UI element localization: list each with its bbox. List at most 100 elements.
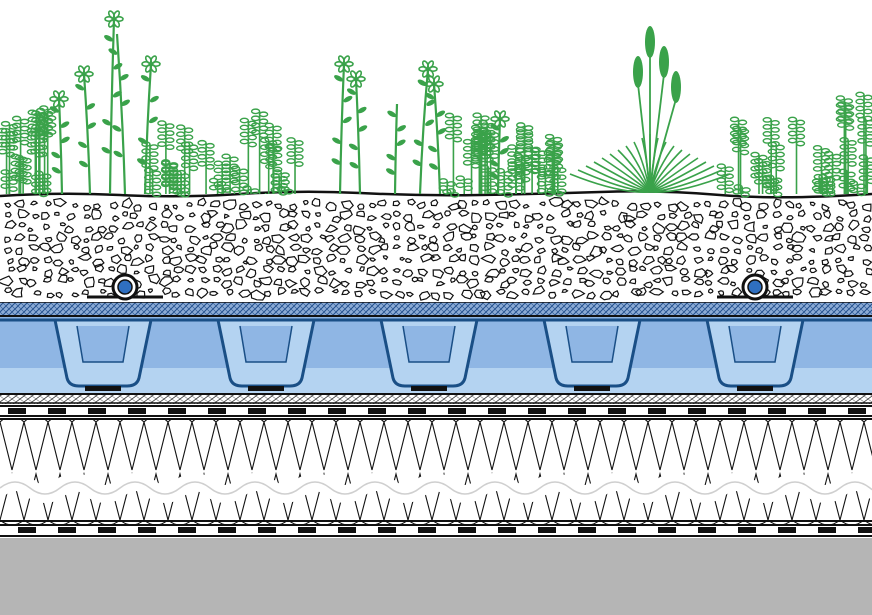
substrate-granule	[417, 224, 425, 229]
substrate-granule	[200, 277, 211, 284]
substrate-granule	[548, 279, 561, 287]
substrate-granule	[406, 236, 417, 245]
substrate-granule	[742, 214, 751, 221]
membrane-dash	[768, 408, 786, 414]
substrate-granule	[615, 258, 624, 266]
substrate-granule	[213, 276, 222, 283]
substrate-granule	[674, 232, 688, 243]
substrate-granule	[222, 199, 237, 211]
insulation-cell	[863, 416, 872, 457]
substrate-granule	[830, 233, 841, 241]
substrate-granule	[161, 245, 175, 256]
substrate-granule	[120, 246, 134, 256]
drip-line-bore	[117, 279, 133, 295]
substrate-granule	[643, 281, 654, 289]
substrate-granule	[786, 215, 794, 221]
substrate-granule	[366, 214, 378, 222]
substrate-granule	[746, 244, 754, 250]
substrate-granule	[560, 208, 572, 218]
substrate-granule	[545, 226, 557, 235]
substrate-granule	[344, 267, 353, 274]
substrate-granule	[43, 255, 53, 264]
plant	[412, 60, 438, 195]
substrate-granule	[681, 275, 691, 283]
substrate-granule	[317, 275, 328, 285]
substrate-granule	[548, 291, 557, 299]
substrate-granule	[254, 243, 264, 252]
substrate-granule	[368, 288, 377, 295]
substrate-granule	[289, 243, 303, 251]
substrate-granule	[808, 259, 815, 266]
substrate-granule	[130, 257, 146, 266]
substrate-granule	[287, 233, 301, 242]
substrate-granule	[522, 203, 530, 209]
membrane-dash	[688, 408, 706, 414]
substrate-granule	[791, 231, 807, 243]
substrate-granule	[379, 267, 389, 275]
substrate-granule	[270, 255, 287, 265]
substrate-granule	[223, 213, 231, 219]
substrate-granule	[661, 276, 673, 287]
substrate-granule	[511, 254, 521, 263]
membrane-dash	[338, 527, 356, 533]
substrate-granule	[71, 292, 80, 298]
substrate-granule	[254, 226, 262, 232]
substrate-granule	[458, 209, 470, 217]
drainage-cup-foot	[85, 386, 121, 391]
substrate-granule	[520, 242, 534, 253]
substrate-granule	[289, 203, 298, 212]
substrate-granule	[537, 277, 546, 284]
substrate-granule	[731, 236, 744, 245]
substrate-granule	[785, 258, 794, 264]
substrate-granule	[110, 254, 123, 265]
substrate-granule	[795, 202, 803, 210]
substrate-granule	[81, 289, 89, 296]
substrate-granule	[380, 213, 392, 221]
substrate-granule	[148, 202, 158, 211]
substrate-granule	[337, 232, 352, 244]
membrane-dash	[328, 408, 346, 414]
substrate-granule	[519, 255, 532, 264]
plant	[424, 75, 447, 195]
substrate-granule	[785, 268, 794, 276]
substrate-granule	[634, 286, 647, 297]
substrate-granule	[649, 265, 664, 275]
substrate-granule	[584, 199, 599, 209]
substrate-granule	[758, 202, 769, 212]
substrate-granule	[644, 242, 656, 251]
substrate-granule	[369, 257, 377, 262]
substrate-granule	[499, 257, 511, 268]
substrate-granule	[16, 263, 27, 273]
substrate-granule	[533, 255, 541, 264]
substrate-granule	[435, 281, 446, 287]
membrane-dash	[608, 408, 626, 414]
substrate-granule	[44, 236, 53, 243]
substrate-granule	[290, 288, 300, 294]
substrate-granule	[302, 199, 309, 206]
substrate-granule	[605, 257, 614, 264]
substrate-granule	[616, 233, 624, 238]
substrate-granule	[279, 208, 290, 219]
substrate-granule	[485, 222, 494, 230]
substrate-granule	[693, 290, 704, 298]
substrate-granule	[508, 199, 521, 210]
membrane-dash	[448, 408, 466, 414]
substrate-granule	[391, 279, 403, 286]
drainage-cup-foot	[248, 386, 284, 391]
substrate-granule	[356, 210, 366, 218]
substrate-granule	[772, 210, 783, 219]
substrate-granule	[418, 290, 431, 301]
membrane-dash	[538, 527, 556, 533]
substrate-granule	[482, 198, 491, 206]
substrate-granule	[121, 197, 134, 209]
substrate-granule	[745, 233, 757, 244]
substrate-granule	[355, 281, 368, 289]
substrate-granule	[184, 287, 194, 297]
substrate-granule	[339, 257, 346, 264]
substrate-granule	[13, 233, 26, 242]
substrate-granule	[98, 278, 107, 284]
substrate-granule	[587, 220, 596, 227]
substrate-granule	[122, 211, 129, 217]
substrate-granule	[365, 279, 376, 287]
